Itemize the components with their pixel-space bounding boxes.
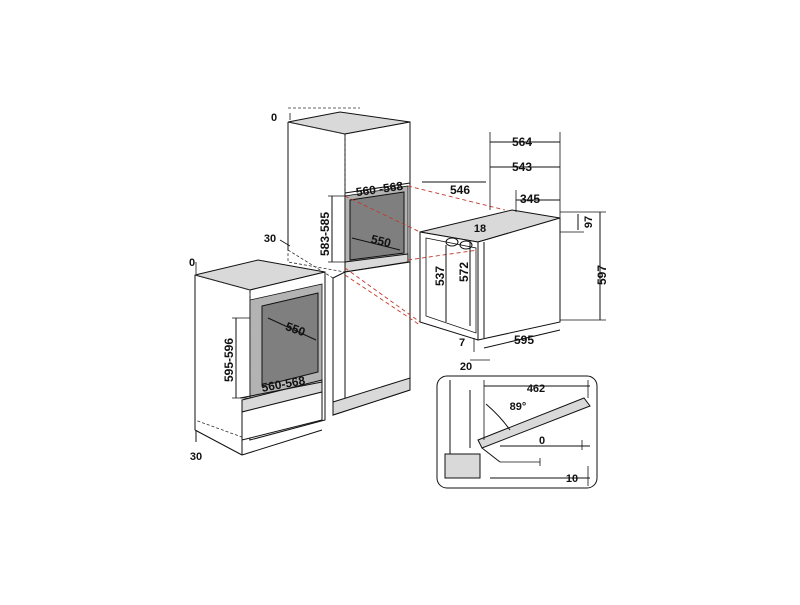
oven-unit xyxy=(419,209,561,341)
label-oven-20: 20 xyxy=(460,361,472,373)
label-tall-top-zero: 0 xyxy=(271,112,277,124)
label-under-top-zero: 0 xyxy=(189,257,195,269)
oven-knob-left xyxy=(445,237,459,247)
dimension-labels: 0 30 583-585 560 -568 550 0 595-596 550 … xyxy=(189,112,609,485)
label-tall-niche-height: 583-585 xyxy=(318,212,332,256)
inset-base xyxy=(444,453,481,479)
label-oven-597: 597 xyxy=(595,265,609,285)
label-oven-18: 18 xyxy=(474,223,486,235)
label-tall-niche-depth: 550 xyxy=(370,232,393,251)
label-oven-595: 595 xyxy=(514,333,534,347)
inset-angle-arc xyxy=(485,403,511,431)
label-oven-97: 97 xyxy=(583,216,595,228)
label-door-angle: 89° xyxy=(510,401,527,413)
label-tall-niche-width: 560 -568 xyxy=(355,179,404,200)
label-oven-345: 345 xyxy=(520,192,540,206)
oven-knob-right xyxy=(459,240,473,250)
label-oven-7: 7 xyxy=(459,337,465,349)
label-door-0: 0 xyxy=(539,435,545,447)
tall-cabinet-lower xyxy=(332,261,411,416)
label-under-niche-height: 595-596 xyxy=(222,338,236,382)
label-under-niche-depth: 550 xyxy=(284,319,308,339)
label-door-10: 10 xyxy=(566,473,578,485)
label-oven-537: 537 xyxy=(433,266,447,286)
oven-side xyxy=(477,217,561,341)
label-under-bottom-30: 30 xyxy=(190,451,202,463)
undercounter-cabinet xyxy=(194,259,326,456)
tall-niche-cavity xyxy=(349,191,405,261)
label-tall-side-30: 30 xyxy=(264,233,276,245)
label-oven-564: 564 xyxy=(512,135,532,149)
label-oven-572: 572 xyxy=(457,262,471,282)
label-oven-543: 543 xyxy=(512,160,532,174)
door-detail-inset xyxy=(436,375,598,489)
alignment-lines xyxy=(344,185,506,326)
inset-door-open xyxy=(477,397,591,449)
tall-cabinet xyxy=(287,111,411,416)
label-oven-546: 546 xyxy=(450,183,470,197)
label-door-462: 462 xyxy=(527,383,545,395)
dimension-lines xyxy=(195,107,606,442)
undercounter-niche-cavity xyxy=(261,292,319,387)
